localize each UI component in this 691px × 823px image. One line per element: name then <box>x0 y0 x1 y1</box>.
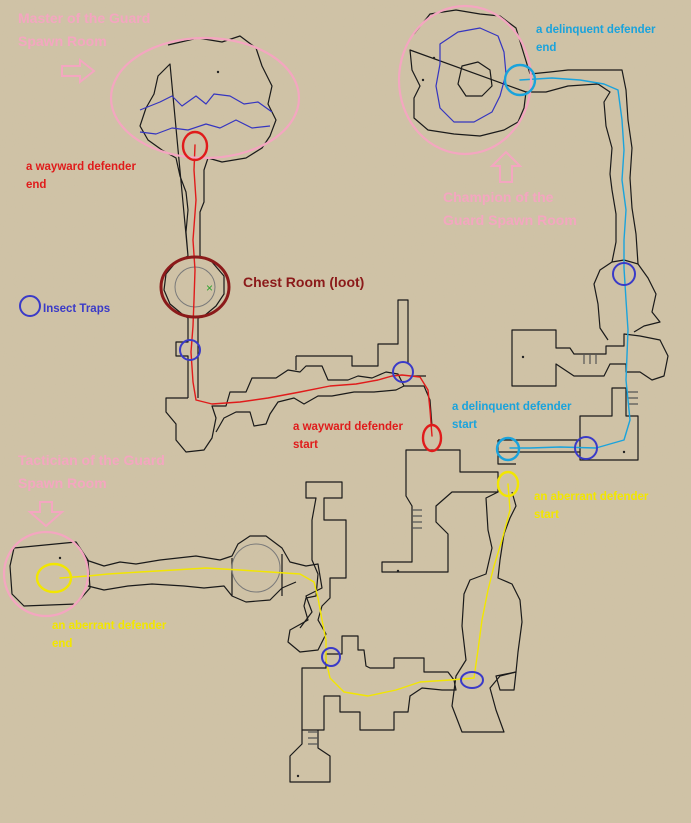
map-dot <box>396 569 400 573</box>
wayward-start-marker <box>421 423 443 453</box>
south-stairs <box>308 731 318 745</box>
champion-room-island <box>457 61 493 97</box>
north-annex-building <box>287 481 347 653</box>
tactician-spawn-label-line1: Tactician of the Guard <box>18 452 165 468</box>
map-dot <box>58 556 62 560</box>
chest-x-mark: × <box>206 281 213 295</box>
champion-spawn-ellipse <box>397 4 533 156</box>
map-dot <box>296 774 300 778</box>
wayward-start-label-line1: a wayward defender <box>293 421 403 433</box>
master-room-water <box>139 93 273 135</box>
tactician-spawn-label-line2: Spawn Room <box>18 475 107 491</box>
southeast-annex <box>495 671 517 691</box>
insect-traps-label: Insect Traps <box>43 303 110 315</box>
map-dot <box>521 355 525 359</box>
aberrant-end-label-line2: end <box>52 638 72 650</box>
champion-lower-cave <box>593 259 661 341</box>
map-dots <box>58 56 626 778</box>
insect-trap-marker <box>321 647 341 667</box>
champion-spawn-label-line2: Guard Spawn Room <box>443 212 577 228</box>
aberrant-end-label-line1: an aberrant defender <box>52 620 167 632</box>
chest-corridor <box>175 318 199 398</box>
wayward-start-label-line2: start <box>293 439 318 451</box>
insect-trap-legend-marker <box>19 295 41 317</box>
wayward-end-label-line1: a wayward defender <box>26 161 136 173</box>
champion-corridor <box>526 69 639 265</box>
wayward-end-marker <box>181 130 209 162</box>
aberrant-start-marker <box>496 470 520 498</box>
insect-trap-marker <box>179 339 201 361</box>
route-lines <box>59 77 631 697</box>
champion-arrow-icon <box>489 150 523 183</box>
central-building-walls <box>381 449 499 573</box>
central-stairs <box>412 509 422 529</box>
map-dot <box>421 78 425 82</box>
tactician-spawn-circle <box>2 530 90 618</box>
master-spawn-ellipse <box>109 36 301 160</box>
map-dot <box>622 450 626 454</box>
delinquent-end-label-line1: a delinquent defender <box>536 24 656 36</box>
delinquent-start-marker <box>495 436 521 462</box>
west-domed-room <box>231 543 281 593</box>
chest-room-label: Chest Room (loot) <box>243 274 364 290</box>
insect-trap-marker <box>612 262 636 286</box>
tactician-corridor-walls <box>85 535 323 629</box>
delinquent-start-label-line2: start <box>452 419 477 431</box>
champion-room-inner <box>435 27 507 123</box>
tactician-arrow-icon <box>27 501 65 528</box>
aberrant-end-marker <box>35 562 73 594</box>
insect-trap-marker <box>574 436 598 460</box>
aberrant-route <box>59 483 511 697</box>
south-stair-room <box>289 730 331 783</box>
north-annex-walls <box>295 299 409 370</box>
master-spawn-label-line1: Master of the Guard <box>18 10 150 26</box>
aberrant-start-label-line2: start <box>534 509 559 521</box>
map-dot <box>216 70 220 74</box>
champion-spawn-label-line1: Champion of the <box>443 189 554 205</box>
dungeon-walls <box>9 9 669 783</box>
east-room-walls <box>579 387 639 461</box>
insect-trap-marker <box>460 671 484 689</box>
delinquent-start-label-line1: a delinquent defender <box>452 401 572 413</box>
wayward-route <box>190 144 433 437</box>
aberrant-start-label-line1: an aberrant defender <box>534 491 649 503</box>
east-stair-room <box>511 329 669 387</box>
insect-trap-marker <box>392 361 414 383</box>
east-stairs <box>583 354 638 405</box>
map-markers <box>2 4 636 689</box>
southwest-cave-walls <box>165 365 405 453</box>
chest-room-ellipse <box>159 255 231 319</box>
wayward-end-label-line2: end <box>26 179 46 191</box>
southeast-cave-walls <box>451 491 523 733</box>
map-labels: Master of the Guard Spawn Room Champion … <box>18 10 656 650</box>
master-room-walls <box>139 35 277 257</box>
master-arrow-icon <box>61 57 96 85</box>
delinquent-route <box>509 77 631 449</box>
master-spawn-label-line2: Spawn Room <box>18 33 107 49</box>
map-dot <box>432 56 436 60</box>
delinquent-end-label-line2: end <box>536 42 556 54</box>
delinquent-end-marker <box>503 63 537 97</box>
